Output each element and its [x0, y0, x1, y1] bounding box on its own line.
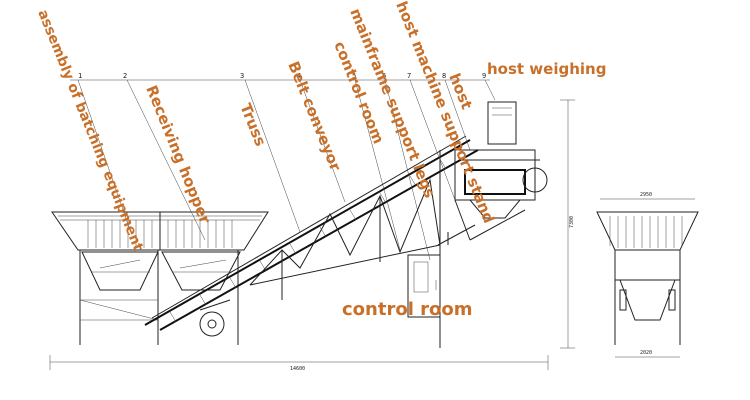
callout-numbers: 1 2 3 4 5 6 7 8 9 — [78, 72, 486, 80]
host-machine — [454, 101, 548, 219]
truss — [249, 178, 441, 300]
callout-7: 7 — [407, 72, 411, 80]
overall-length-dim: 14600 — [290, 366, 305, 372]
callout-6: 6 — [382, 72, 386, 80]
label-belt-conveyor: Belt conveyor — [284, 59, 345, 174]
callout-2: 2 — [123, 72, 127, 80]
label-assembly-of-batching-equipment: assembly of batching equipment — [34, 8, 146, 254]
support-stand — [437, 150, 526, 348]
callout-3: 3 — [240, 72, 244, 80]
callout-leaders — [70, 79, 496, 261]
label-control-room: control room — [342, 299, 473, 320]
label-host-machine-support-stand: host machine support stand — [392, 0, 498, 226]
dimension-lines — [49, 99, 575, 370]
callout-5: 5 — [352, 72, 356, 80]
side-top-width-dim: 2950 — [640, 192, 652, 198]
batching-equipment — [51, 211, 269, 345]
callout-4: 4 — [297, 72, 301, 80]
callout-9: 9 — [482, 72, 486, 80]
label-receiving-hopper: Receiving hopper — [142, 83, 214, 227]
belt-conveyor — [144, 135, 479, 331]
side-bottom-width-dim: 2020 — [640, 350, 652, 356]
callout-1: 1 — [78, 72, 82, 80]
wheel — [199, 299, 231, 337]
label-truss: Truss — [236, 101, 269, 149]
callout-8: 8 — [442, 72, 446, 80]
label-host-weighing: host weighing — [487, 60, 606, 78]
side-view: 2950 2020 — [596, 192, 699, 358]
height-dim: 7300 — [569, 216, 575, 228]
